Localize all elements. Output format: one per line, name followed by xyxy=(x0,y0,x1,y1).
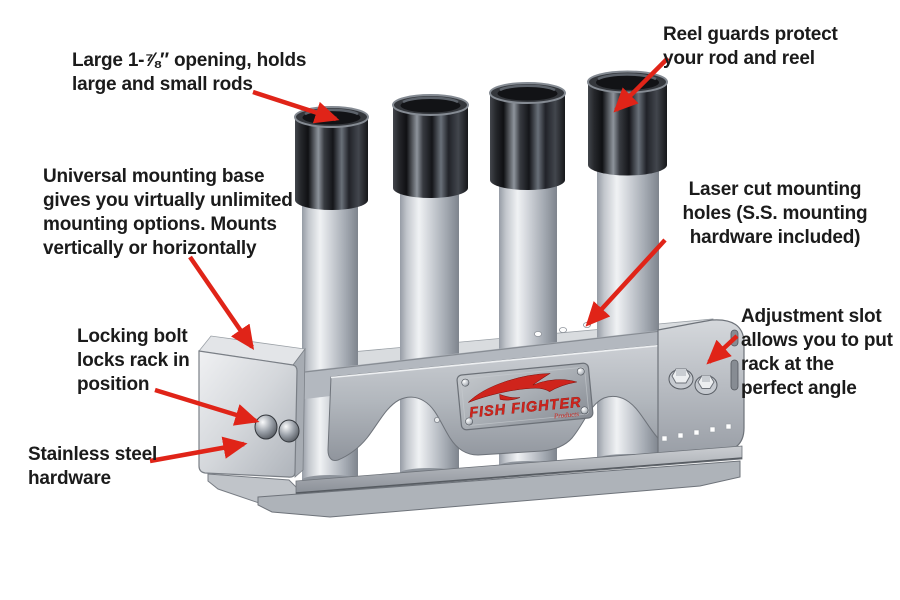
callout-line: vertically or horizontally xyxy=(43,237,257,259)
end-plate-square-holes xyxy=(661,423,732,442)
callout-line: rack at the xyxy=(741,353,834,375)
fish-logo-icon xyxy=(468,373,577,403)
arrow-to-opening xyxy=(252,89,340,124)
reel-guard-cap-4 xyxy=(587,70,668,176)
callout-line: Reel guards protect xyxy=(663,24,838,45)
callout-line: locks rack in xyxy=(77,349,190,371)
callout-line: mounting options. Mounts xyxy=(43,213,277,235)
callout-line: Adjustment slot xyxy=(741,306,882,327)
adjustment-slot xyxy=(730,359,739,391)
plate-rivet xyxy=(576,367,585,376)
locking-dome-bolt xyxy=(278,419,300,443)
arrow-to-stainless-hardware xyxy=(149,436,248,464)
plate-rivet xyxy=(465,417,473,426)
arrow-to-adjustment-slot xyxy=(706,334,739,365)
brace-hole xyxy=(433,416,440,423)
callout-line: Locking bolt xyxy=(77,326,188,347)
callout-line: large and small rods xyxy=(72,73,253,95)
arrow-to-reel-guard xyxy=(613,56,670,113)
reel-guard-cap-2 xyxy=(392,94,469,199)
callout-line: perfect angle xyxy=(741,377,857,399)
bottom-rail xyxy=(295,445,743,495)
callout-adjustment-slot: Adjustment slot allows you to put rack a… xyxy=(741,305,893,401)
reel-guard-cap-3 xyxy=(489,82,566,190)
plate-rivet xyxy=(461,378,470,387)
callout-line: holes (S.S. mounting xyxy=(682,202,868,224)
callout-line: Universal mounting base xyxy=(43,166,265,187)
callout-line: your rod and reel xyxy=(663,47,815,69)
logo-sub-text: Products xyxy=(553,410,580,420)
skid-rail xyxy=(257,460,741,518)
arrow-to-laser-holes xyxy=(585,238,667,327)
logo-plate: FISH FIGHTER Products xyxy=(456,362,594,431)
callout-mounting-base: Universal mounting base gives you virtua… xyxy=(43,165,293,261)
callout-line: Laser cut mounting xyxy=(688,179,862,200)
callout-arrows xyxy=(149,56,739,464)
locking-dome-bolt xyxy=(254,414,278,440)
rod-tube-2 xyxy=(392,94,469,478)
callout-laser-holes: Laser cut mounting holes (S.S. mounting … xyxy=(680,178,870,250)
arrow-to-mounting-base xyxy=(188,255,255,350)
callout-stainless-hardware: Stainless steel hardware xyxy=(28,443,157,491)
callout-locking-bolt: Locking bolt locks rack in position xyxy=(77,325,190,397)
callout-line: allows you to put xyxy=(741,329,893,351)
callout-line: hardware included) xyxy=(689,226,861,248)
arrow-to-locking-bolt xyxy=(154,387,260,426)
adjustment-hex-bolt xyxy=(694,375,718,395)
callout-line: gives you virtually unlimited xyxy=(43,189,293,211)
plate-rivet xyxy=(580,406,589,415)
callout-line: position xyxy=(77,373,150,395)
callout-opening: Large 1-⅞″ opening, holds large and smal… xyxy=(72,49,306,97)
reel-guard-cap-1 xyxy=(294,106,369,210)
callout-reel-guards: Reel guards protect your rod and reel xyxy=(663,23,838,71)
callout-line: Stainless steel xyxy=(28,444,158,465)
callout-line: Large 1-⅞″ opening, holds xyxy=(72,50,307,71)
callout-line: hardware xyxy=(28,467,111,489)
adjustment-hex-bolt xyxy=(668,368,694,390)
